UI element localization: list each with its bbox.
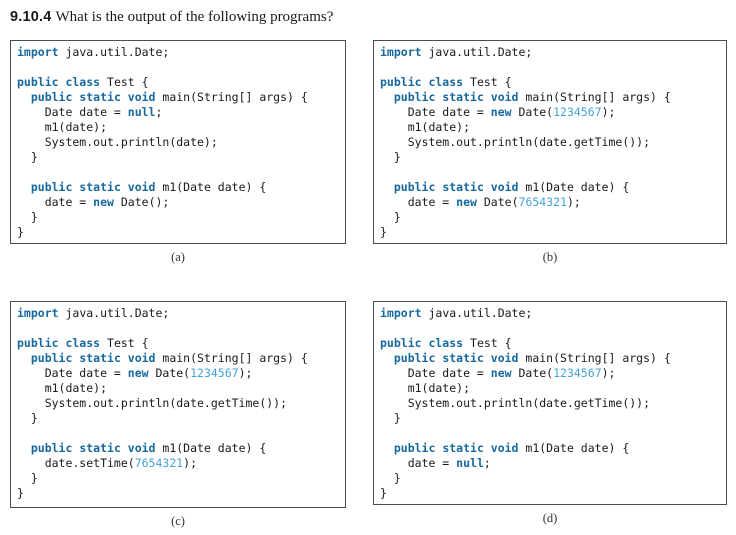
code-listing-a: import java.util.Date; public class Test…: [17, 45, 308, 239]
code-panel-c: import java.util.Date; public class Test…: [10, 301, 346, 529]
code-box-a: import java.util.Date; public class Test…: [10, 40, 346, 244]
panel-label-a: (a): [171, 250, 185, 264]
code-panel-a: import java.util.Date; public class Test…: [10, 40, 346, 265]
panel-label-d: (d): [542, 511, 558, 525]
code-box-c: import java.util.Date; public class Test…: [10, 301, 346, 508]
code-box-d: import java.util.Date; public class Test…: [373, 301, 727, 505]
exercise-number: 9.10.4: [10, 9, 52, 25]
code-listing-d: import java.util.Date; public class Test…: [380, 306, 671, 500]
code-listing-b: import java.util.Date; public class Test…: [380, 45, 671, 239]
code-box-b: import java.util.Date; public class Test…: [373, 40, 727, 244]
code-listing-c: import java.util.Date; public class Test…: [17, 306, 308, 500]
panel-label-c: (c): [171, 514, 185, 528]
exercise-question: What is the output of the following prog…: [55, 9, 334, 25]
code-panel-d: import java.util.Date; public class Test…: [373, 301, 727, 526]
code-panel-b: import java.util.Date; public class Test…: [373, 40, 727, 265]
panel-label-b: (b): [542, 250, 558, 264]
